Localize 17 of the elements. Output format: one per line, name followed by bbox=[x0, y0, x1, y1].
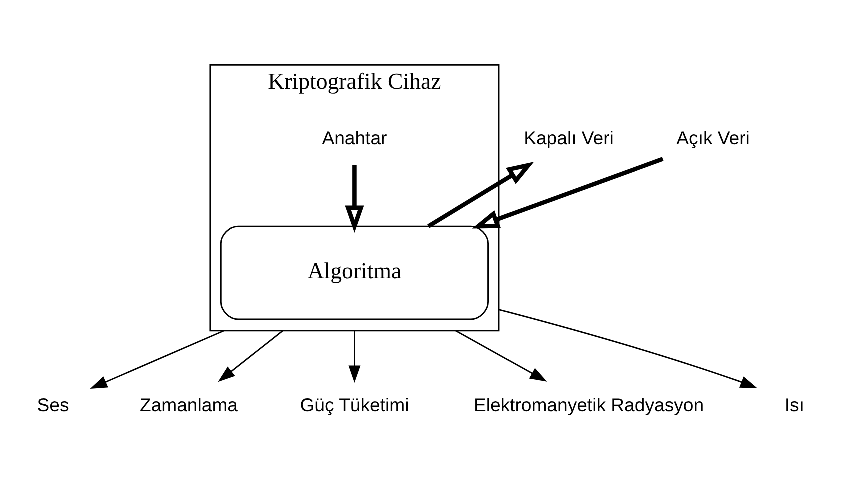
arrow bbox=[218, 330, 284, 382]
arrow bbox=[456, 330, 548, 382]
node-text: Açık Veri bbox=[676, 127, 750, 148]
node-box: Algoritma bbox=[220, 226, 489, 320]
arrow bbox=[428, 162, 534, 228]
arrow bbox=[90, 330, 225, 389]
node-text: Isı bbox=[784, 394, 805, 416]
node-text: Anahtar bbox=[322, 127, 388, 148]
node-text: Zamanlama bbox=[140, 394, 238, 416]
arrow bbox=[498, 309, 758, 389]
node-text: Güç Tüketimi bbox=[300, 394, 410, 416]
node-text: Ses bbox=[37, 394, 70, 416]
arrow bbox=[345, 165, 364, 233]
node-text: Kapalı Veri bbox=[524, 127, 614, 148]
node-text: Elektromanyetik Radyasyon bbox=[474, 394, 704, 416]
arrow bbox=[348, 330, 361, 383]
arrow bbox=[472, 157, 664, 229]
